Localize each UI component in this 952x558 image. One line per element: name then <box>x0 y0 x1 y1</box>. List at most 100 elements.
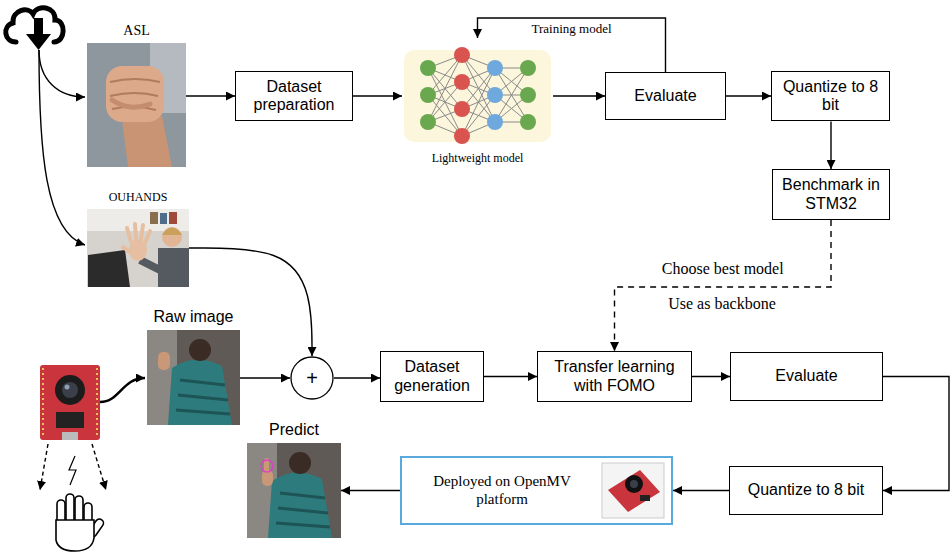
asl-photo <box>110 79 160 110</box>
deployment-box: Deployed on OpenMV platform <box>400 456 673 525</box>
flow-arrow <box>830 121 831 169</box>
network-figure <box>420 60 436 76</box>
label-holder: Training model <box>528 22 614 37</box>
download-icon <box>6 8 63 50</box>
capture-arrow <box>69 456 76 485</box>
flow-arrow <box>478 18 666 72</box>
process-box: Dataset preparation <box>235 71 353 122</box>
prediction-photo <box>289 452 311 474</box>
download-icon <box>34 18 43 36</box>
network-figure <box>487 87 503 103</box>
capture-arrow <box>40 378 145 490</box>
ouhands-photo <box>140 260 160 270</box>
network-figure <box>487 60 503 130</box>
flow-arrow <box>353 95 402 96</box>
capture-arrow <box>40 444 48 490</box>
prediction-photo <box>247 443 341 538</box>
raw-photo <box>147 330 240 425</box>
image-heading: OUHANDS <box>47 191 229 205</box>
prediction-photo <box>261 460 273 472</box>
edge-label: Choose best model <box>659 260 787 278</box>
flow-arrow <box>692 376 730 377</box>
flow-arrow <box>341 490 400 491</box>
deployed-board-photo <box>640 495 650 501</box>
dataset-photo: OUHANDS <box>87 209 189 287</box>
openmv-board <box>40 365 100 440</box>
openmv-board <box>62 432 78 440</box>
box-text: Transfer learning with FOMO <box>544 358 685 395</box>
prediction-photo <box>247 443 341 538</box>
box-text: Dataset preparation <box>242 78 346 115</box>
asl-photo <box>87 43 186 167</box>
flow-arrow <box>726 95 771 96</box>
flow-arrow <box>484 376 537 377</box>
box-text: Benchmark in STM32 <box>779 176 883 213</box>
ouhands-photo <box>162 227 182 247</box>
deployed-board-photo <box>630 480 638 488</box>
network-figure <box>520 60 536 130</box>
box-text: Evaluate <box>775 367 837 385</box>
image-heading: Predict <box>207 421 381 439</box>
openmv-board <box>55 375 85 405</box>
camera-photo: Raw image <box>147 330 240 425</box>
ouhands-photo <box>162 228 182 236</box>
flow-arrow <box>553 95 605 96</box>
hand-icon <box>56 494 105 551</box>
box-text: Dataset generation <box>387 358 477 395</box>
asl-photo <box>106 66 164 122</box>
process-box: Evaluate <box>730 352 883 401</box>
box-text: Deployed on OpenMV platform <box>422 473 582 508</box>
asl-photo <box>112 100 150 107</box>
network-figure <box>487 60 503 76</box>
dataset-photo: ASL <box>87 43 186 167</box>
ouhands-photo <box>150 212 158 224</box>
network-figure <box>520 87 536 103</box>
ouhands-photo <box>158 248 189 287</box>
deployed-board-photo <box>602 463 664 518</box>
image-heading: ASL <box>47 23 226 39</box>
asl-photo <box>87 43 186 167</box>
ouhands-photo <box>160 213 167 224</box>
network-figure <box>404 47 551 144</box>
hand-icon <box>56 520 94 551</box>
network-figure <box>404 50 551 142</box>
image-heading: Raw image <box>107 308 280 326</box>
raw-photo <box>168 359 232 425</box>
network-figure <box>420 87 436 103</box>
ouhands-photo <box>123 224 150 252</box>
network-figure <box>454 74 470 90</box>
edge-note: Use as backbone <box>665 295 779 313</box>
network-figure <box>487 114 503 130</box>
network-figure <box>428 55 528 136</box>
flow-arrow <box>883 377 949 491</box>
prediction-photo <box>268 472 332 538</box>
sum-circle: + <box>290 356 334 400</box>
flow-arrow <box>186 95 235 96</box>
ouhands-photo <box>88 250 130 287</box>
process-box: Quantize to 8 bit <box>729 466 883 515</box>
network-figure <box>420 60 436 130</box>
process-box: Transfer learning with FOMO <box>537 351 692 402</box>
operator-symbol: + <box>306 367 318 390</box>
circle-outline <box>291 357 333 399</box>
asl-photo <box>122 116 172 167</box>
process-box: Evaluate <box>605 72 726 120</box>
network-figure <box>420 114 436 130</box>
deployed-board-photo <box>602 463 664 518</box>
deployed-board-photo <box>625 475 643 493</box>
deployed-board-photo <box>608 470 660 512</box>
network-figure <box>520 114 536 130</box>
ouhands-photo <box>87 209 189 287</box>
figure-caption: Lightweight model <box>362 152 593 166</box>
dashed-arrow <box>615 220 832 351</box>
raw-photo <box>189 339 211 361</box>
download-wire <box>39 50 85 97</box>
box-text: Quantize to 8 bit <box>778 78 883 115</box>
network-figure <box>454 47 470 144</box>
network-figure <box>520 60 536 76</box>
network-figure <box>454 101 470 117</box>
openmv-board <box>65 385 70 390</box>
network-figure: Lightweight model <box>402 38 553 150</box>
prediction-photo <box>276 493 330 527</box>
